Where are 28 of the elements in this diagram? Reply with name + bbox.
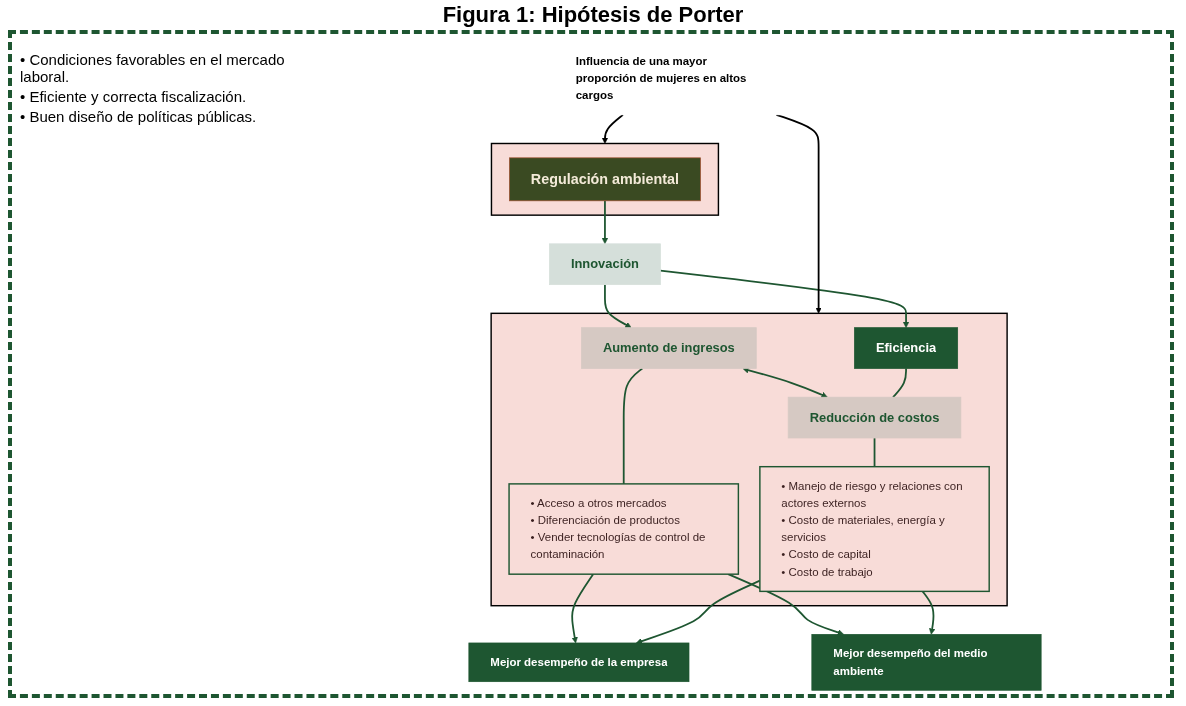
- node-box: Mejor desempeño de la empresa: [468, 642, 690, 683]
- arrow: [742, 367, 828, 398]
- arrow: [601, 199, 609, 245]
- arrow: [727, 573, 844, 636]
- node-box: • Acceso a otros mercados • Diferenciación de productos • Vender tecnologías de control de contaminación: [508, 483, 740, 575]
- node-box: Regulación ambiental: [509, 157, 701, 202]
- node-box: Aumento de ingresos: [581, 327, 757, 369]
- figure-title: Figura 1: Hipótesis de Porter: [441, 2, 745, 28]
- arrow: [921, 590, 936, 635]
- cluster: [490, 142, 720, 216]
- bullet-note: • Buen diseño de políticas públicas.: [20, 108, 258, 125]
- arrow: [659, 269, 910, 328]
- node-box: • Manejo de riesgo y relaciones con actores externos • Costo de materiales, energía y servicios • Costo de capital • Costo de trabajo: [759, 465, 990, 593]
- arrow: [601, 113, 624, 144]
- node-box: Eficiencia: [854, 327, 959, 369]
- node-box: Mejor desempeño del medio ambiente: [811, 634, 1042, 691]
- connector: [622, 367, 644, 485]
- cluster: [490, 312, 1008, 607]
- bullet-note: • Condiciones favorables en el mercado laboral.: [20, 51, 286, 85]
- node-box: Innovación: [549, 243, 661, 286]
- node-box: Reducción de costos: [787, 396, 962, 439]
- connector: [873, 437, 876, 468]
- node-text: Influencia de una mayor proporción de mujeres en altos cargos: [575, 54, 747, 102]
- arrow: [604, 283, 632, 328]
- connector: [892, 367, 907, 399]
- arrow: [571, 573, 595, 644]
- bullet-note: • Eficiente y correcta fiscalización.: [20, 88, 248, 105]
- arrow: [775, 113, 822, 314]
